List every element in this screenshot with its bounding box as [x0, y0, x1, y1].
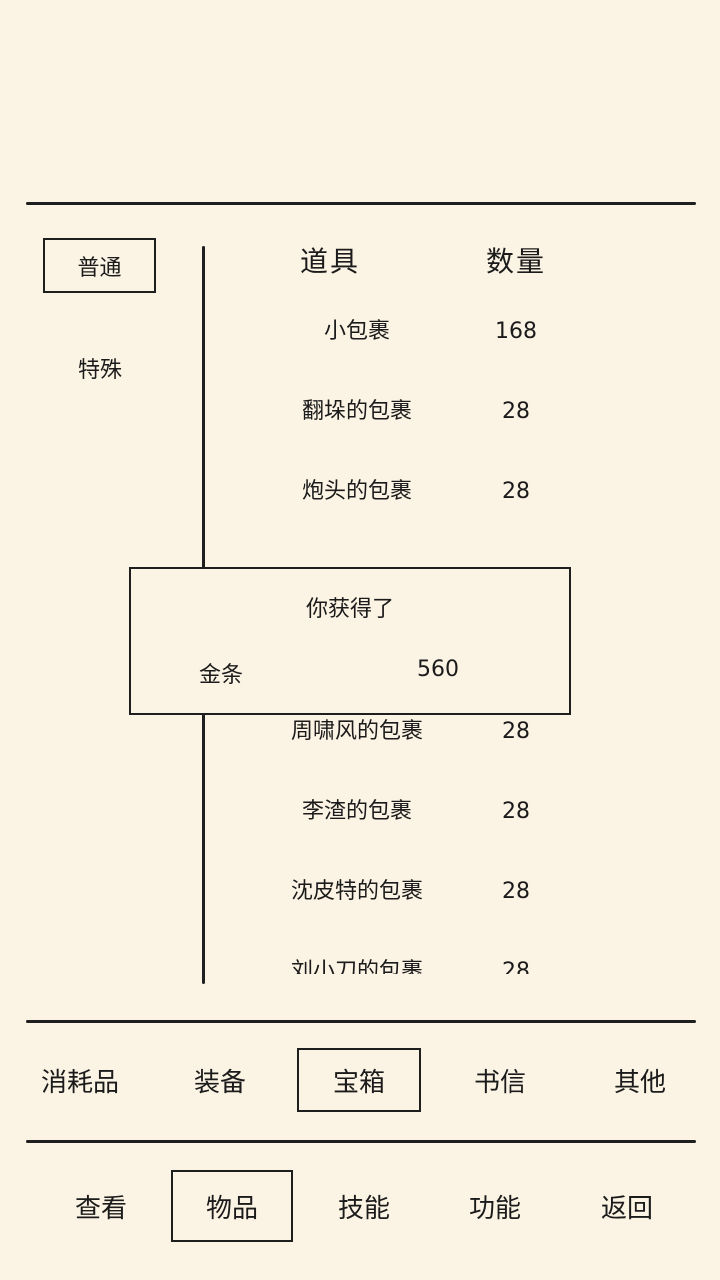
- header-quantity: 数量: [486, 245, 547, 278]
- tab-letters[interactable]: 书信: [438, 1048, 562, 1112]
- header-item: 道具: [300, 245, 361, 278]
- list-item[interactable]: 李渣的包裹 28: [206, 792, 626, 832]
- tab-label: 其他: [613, 1067, 666, 1098]
- item-name: 周啸风的包裹: [290, 719, 423, 744]
- tab-label: 消耗品: [40, 1067, 119, 1098]
- item-name: 刘小刀的包裹: [290, 959, 423, 974]
- menu-view[interactable]: 查看: [40, 1170, 162, 1242]
- filter-special-button[interactable]: 特殊: [50, 352, 150, 384]
- filter-normal-button[interactable]: 普通: [43, 238, 156, 293]
- list-item[interactable]: 周啸风的包裹 28: [206, 712, 626, 752]
- item-quantity: 28: [502, 799, 530, 824]
- reward-popup[interactable]: 你获得了 金条 560: [129, 567, 571, 715]
- item-quantity: 28: [502, 719, 530, 744]
- menu-functions[interactable]: 功能: [434, 1170, 556, 1242]
- item-quantity: 28: [502, 879, 530, 904]
- item-name: 李渣的包裹: [301, 799, 412, 824]
- tab-treasure-chest[interactable]: 宝箱: [297, 1048, 421, 1112]
- popup-title: 你获得了: [305, 597, 394, 622]
- item-quantity: 28: [502, 959, 530, 974]
- tab-other[interactable]: 其他: [578, 1048, 702, 1112]
- menu-items[interactable]: 物品: [171, 1170, 293, 1242]
- menu-label: 物品: [205, 1193, 258, 1224]
- item-name: 沈皮特的包裹: [290, 879, 423, 904]
- list-item[interactable]: 刘小刀的包裹 28: [206, 952, 626, 974]
- menu-label: 返回: [600, 1193, 653, 1224]
- tab-label: 宝箱: [332, 1067, 385, 1098]
- menu-back[interactable]: 返回: [566, 1170, 688, 1242]
- list-item[interactable]: 沈皮特的包裹 28: [206, 872, 626, 912]
- item-name: 翻垛的包裹: [301, 399, 412, 424]
- list-item[interactable]: 炮头的包裹 28: [206, 472, 626, 512]
- tab-consumables[interactable]: 消耗品: [18, 1048, 142, 1112]
- top-divider: [26, 202, 696, 205]
- menu-label: 查看: [74, 1193, 127, 1224]
- item-quantity: 168: [495, 319, 537, 344]
- filter-normal-label: 普通: [77, 255, 122, 281]
- tab-equipment[interactable]: 装备: [158, 1048, 282, 1112]
- menu-label: 技能: [337, 1193, 390, 1224]
- tab-label: 书信: [473, 1067, 526, 1098]
- reward-item-quantity: 560: [417, 657, 459, 682]
- menu-top-divider: [26, 1140, 696, 1143]
- item-name: 小包裹: [323, 319, 390, 344]
- item-quantity: 28: [502, 399, 530, 424]
- item-list[interactable]: 小包裹 168 翻垛的包裹 28 炮头的包裹 28 周啸风的包裹 28 李渣的包…: [206, 292, 626, 974]
- filter-special-label: 特殊: [77, 358, 122, 383]
- tabs-top-divider: [26, 1020, 696, 1023]
- reward-item-name: 金条: [199, 663, 244, 688]
- item-name: 炮头的包裹: [301, 479, 412, 504]
- menu-skills[interactable]: 技能: [303, 1170, 425, 1242]
- item-quantity: 28: [502, 479, 530, 504]
- list-item[interactable]: 小包裹 168: [206, 312, 626, 352]
- tab-label: 装备: [193, 1067, 246, 1098]
- menu-label: 功能: [468, 1193, 521, 1224]
- list-item[interactable]: 翻垛的包裹 28: [206, 392, 626, 432]
